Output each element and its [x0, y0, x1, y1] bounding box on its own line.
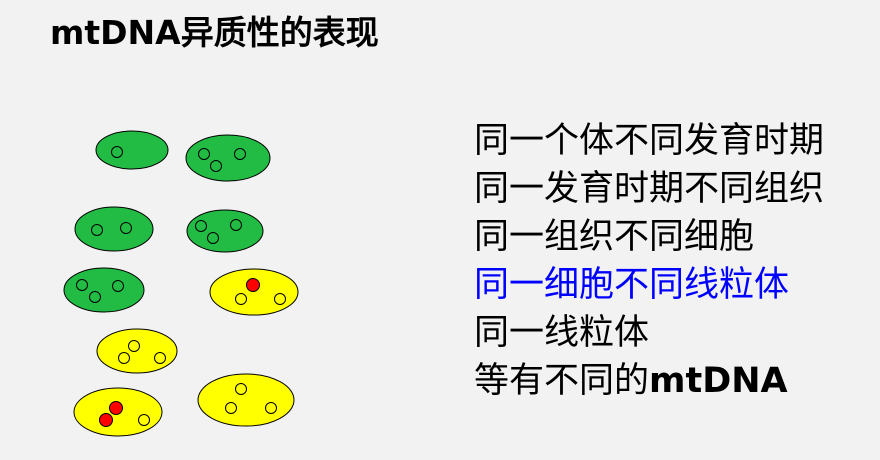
normal-mtdna-dot — [128, 340, 140, 352]
text-line-5: 同一线粒体 — [474, 313, 650, 353]
yellow-mitochondrion — [96, 328, 178, 374]
green-mitochondrion — [186, 209, 264, 253]
normal-mtdna-dot — [210, 160, 222, 172]
normal-mtdna-dot — [76, 279, 88, 291]
mitochondrion-body — [95, 130, 169, 170]
mutant-mtdna-dot — [99, 413, 113, 427]
normal-mtdna-dot — [195, 220, 207, 232]
mitochondrion-body — [74, 206, 154, 252]
normal-mtdna-dot — [234, 148, 246, 160]
mitochondrion-body — [186, 209, 264, 253]
normal-mtdna-dot — [112, 280, 124, 292]
green-mitochondrion — [185, 134, 271, 182]
mitochondrion-body — [63, 267, 145, 313]
normal-mtdna-dot — [91, 224, 103, 236]
normal-mtdna-dot — [118, 352, 130, 364]
normal-mtdna-dot — [235, 293, 247, 305]
normal-mtdna-dot — [111, 146, 123, 158]
text-line-6: 等有不同的mtDNA — [474, 357, 824, 405]
normal-mtdna-dot — [198, 148, 210, 160]
yellow-mitochondrion — [209, 268, 299, 316]
normal-mtdna-dot — [207, 232, 219, 244]
text-line-3: 同一组织不同细胞 — [474, 217, 755, 257]
normal-mtdna-dot — [230, 219, 242, 231]
green-mitochondrion — [63, 267, 145, 313]
normal-mtdna-dot — [274, 293, 286, 305]
text-line-4-highlighted: 同一细胞不同线粒体 — [474, 265, 790, 305]
mitochondrion-body — [197, 373, 295, 427]
normal-mtdna-dot — [225, 402, 237, 414]
normal-mtdna-dot — [265, 402, 277, 414]
mitochondrion-body — [209, 268, 299, 316]
normal-mtdna-dot — [235, 383, 247, 395]
yellow-mitochondrion — [197, 373, 295, 427]
normal-mtdna-dot — [89, 291, 101, 303]
text-list: 同一个体不同发育时期 同一发育时期不同组织 同一组织不同细胞 同一细胞不同线粒体… — [474, 117, 824, 405]
mitochondrion-body — [185, 134, 271, 182]
mutant-mtdna-dot — [109, 401, 123, 415]
normal-mtdna-dot — [120, 222, 132, 234]
normal-mtdna-dot — [154, 352, 166, 364]
green-mitochondrion — [95, 130, 169, 170]
slide-title: mtDNA异质性的表现 — [50, 13, 379, 52]
text-line-1: 同一个体不同发育时期 — [474, 121, 825, 161]
text-line-6-bold: mtDNA — [649, 361, 788, 401]
text-line-2: 同一发育时期不同组织 — [474, 169, 825, 209]
text-line-6-prefix: 等有不同的 — [474, 361, 650, 401]
yellow-mitochondrion — [73, 387, 163, 437]
green-mitochondrion — [74, 206, 154, 252]
normal-mtdna-dot — [138, 414, 150, 426]
mutant-mtdna-dot — [246, 278, 260, 292]
